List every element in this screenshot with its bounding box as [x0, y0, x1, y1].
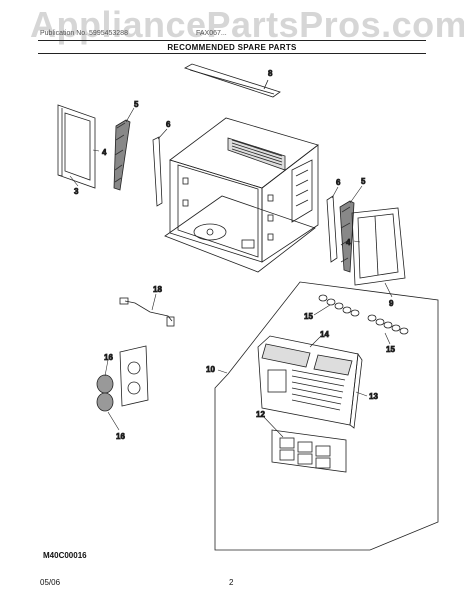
callout-8: 8: [268, 69, 273, 78]
header-rule-bottom: [38, 53, 426, 54]
callout-4-left: 4: [102, 148, 107, 157]
callout-9: 9: [389, 299, 394, 308]
callout-16-upper: 16: [104, 353, 113, 362]
footer-page-number: 2: [229, 578, 234, 587]
callout-6-left: 6: [166, 120, 171, 129]
header-rule-top: [38, 40, 426, 41]
callout-4-right: 4: [346, 238, 351, 247]
part-5-right-seal: [339, 200, 355, 273]
watermark: AppliancePartsPros.com: [30, 4, 464, 45]
callout-12: 12: [256, 410, 265, 419]
callout-3: 3: [74, 187, 79, 196]
model-number: FAX067...: [196, 30, 227, 37]
diagram-code: M40C00016: [43, 551, 87, 560]
part-16-control-panel: [119, 345, 149, 407]
footer-date: 05/06: [40, 578, 61, 587]
cabinet: [169, 117, 319, 263]
leader-lines: [69, 107, 393, 438]
base-pan: [164, 195, 316, 273]
callout-18: 18: [153, 285, 162, 294]
callout-16-lower: 16: [116, 432, 125, 441]
part-13-front-panel: [257, 335, 363, 429]
callout-5-right: 5: [361, 177, 366, 186]
part-16-knob-2: [96, 392, 114, 412]
part-15-louver-set-lower: [367, 314, 409, 335]
part-3-left-side-curtain-frame: [57, 104, 96, 189]
callout-6-right: 6: [336, 178, 341, 187]
callout-15-upper: 15: [304, 312, 313, 321]
part-10-front-grille-assembly-outline: [214, 281, 439, 551]
part-8-top-rail: [184, 63, 281, 98]
callout-14: 14: [320, 330, 329, 339]
callout-15-lower: 15: [386, 345, 395, 354]
part-15-louver-set-upper: [318, 294, 360, 317]
part-16-knob-1: [96, 374, 114, 394]
callout-10: 10: [206, 365, 215, 374]
part-6-right-strip: [326, 195, 338, 263]
part-5-left-seal: [113, 119, 131, 191]
publication-number: Publication No. 5995453288: [40, 30, 128, 37]
part-12-air-filter: [271, 429, 347, 473]
part-4-right-side-curtain-frame: [351, 207, 406, 286]
callout-5-left: 5: [134, 100, 139, 109]
page-subtitle: RECOMMENDED SPARE PARTS: [167, 43, 297, 52]
part-6-left-strip: [152, 136, 163, 207]
part-18-power-cord: [119, 297, 175, 327]
callout-13: 13: [369, 392, 378, 401]
